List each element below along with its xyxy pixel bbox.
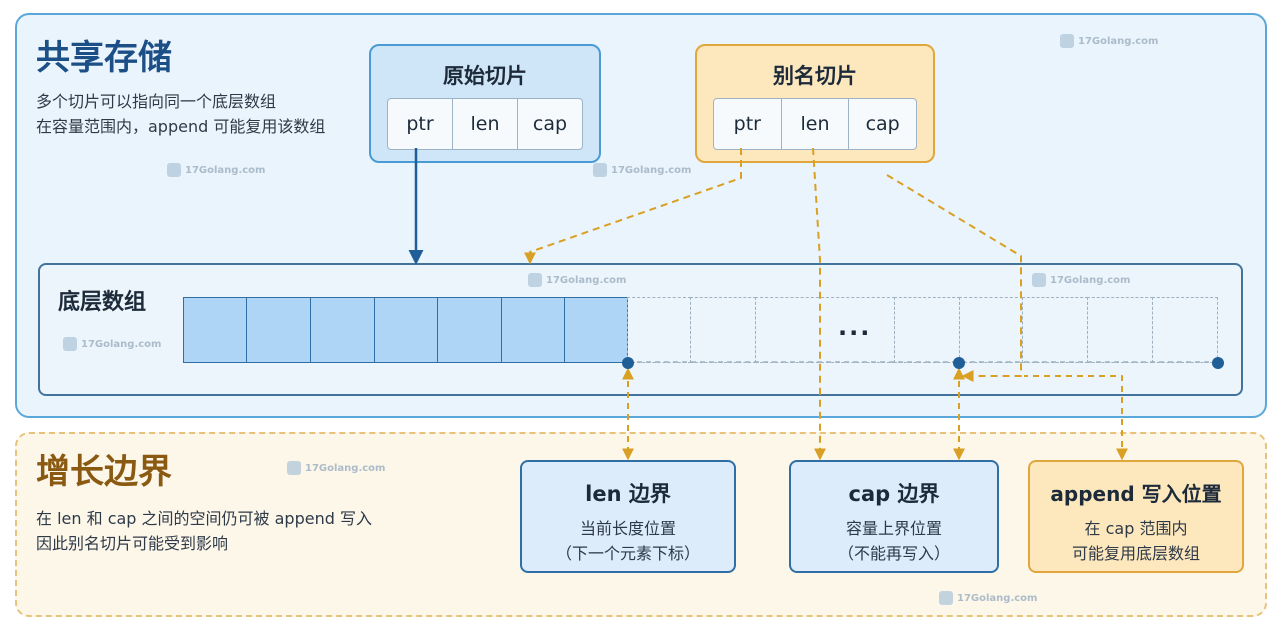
alias-cap-field: cap — [848, 99, 916, 149]
growth-boundary-desc-line1: 在 len 和 cap 之间的空间仍可被 append 写入 — [36, 509, 372, 528]
alias-slice-header: 别名切片 ptr len cap — [695, 44, 935, 163]
watermark: 17Golang.com — [167, 163, 265, 177]
watermark-logo-icon — [939, 591, 953, 605]
array-cell-used — [564, 297, 628, 363]
alias-ptr-arrow — [524, 148, 742, 265]
watermark-logo-icon — [1060, 34, 1074, 48]
original-cap-field: cap — [517, 99, 582, 149]
cap-boundary-title: cap 边界 — [848, 482, 940, 506]
growth-boundary-description: 在 len 和 cap 之间的空间仍可被 append 写入 因此别名切片可能受… — [36, 506, 372, 556]
watermark: 17Golang.com — [939, 591, 1037, 605]
array-cell-used — [374, 297, 438, 363]
alias-slice-fields: ptr len cap — [713, 98, 917, 150]
original-slice-title: 原始切片 — [443, 64, 527, 88]
original-ptr-field: ptr — [406, 113, 434, 135]
len-boundary-description: 当前长度位置 （下一个元素下标） — [522, 516, 734, 566]
cap-boundary-box: cap 边界 容量上界位置 （不能再写入） — [789, 460, 999, 573]
len-boundary-line1: 当前长度位置 — [579, 519, 676, 538]
len-boundary-marker — [622, 357, 634, 369]
original-len-field: len — [452, 99, 517, 149]
growth-boundary-title: 增长边界 — [36, 452, 172, 492]
watermark-logo-icon — [167, 163, 181, 177]
watermark: 17Golang.com — [287, 461, 385, 475]
shared-storage-desc-line1: 多个切片可以指向同一个底层数组 — [36, 92, 277, 111]
alias-ptr-field: ptr — [733, 113, 761, 135]
watermark: 17Golang.com — [1060, 34, 1158, 48]
watermark: 17Golang.com — [1032, 273, 1130, 287]
alias-len-field: len — [780, 99, 849, 149]
cap-boundary-description: 容量上界位置 （不能再写入） — [791, 516, 997, 566]
original-slice-header: 原始切片 ptr len cap — [369, 44, 601, 163]
array-cell-used — [183, 297, 247, 363]
alias-slice-title: 别名切片 — [773, 64, 857, 88]
alias-cap-arrow — [886, 174, 1022, 382]
append-position-box: append 写入位置 在 cap 范围内 可能复用底层数组 — [1028, 460, 1244, 573]
original-slice-fields: ptr len cap — [387, 98, 583, 150]
append-position-line2: 可能复用底层数组 — [1071, 544, 1200, 563]
append-position-line1: 在 cap 范围内 — [1084, 519, 1188, 538]
shared-storage-desc-line2: 在容量范围内，append 可能复用该数组 — [36, 117, 326, 136]
watermark-logo-icon — [287, 461, 301, 475]
append-position-description: 在 cap 范围内 可能复用底层数组 — [1030, 516, 1242, 566]
watermark-logo-icon — [1032, 273, 1046, 287]
watermark-logo-icon — [593, 163, 607, 177]
cap-boundary-line1: 容量上界位置 — [845, 519, 942, 538]
underlying-array-title: 底层数组 — [58, 290, 147, 315]
shared-storage-description: 多个切片可以指向同一个底层数组 在容量范围内，append 可能复用该数组 — [36, 89, 325, 139]
append-position-title: append 写入位置 — [1050, 482, 1222, 506]
array-cell-used — [310, 297, 375, 363]
array-end-marker — [1212, 357, 1224, 369]
watermark: 17Golang.com — [528, 273, 626, 287]
cap-boundary-line2: （不能再写入） — [837, 544, 950, 563]
watermark: 17Golang.com — [63, 337, 161, 351]
len-boundary-line2: （下一个元素下标） — [555, 544, 700, 563]
array-ellipsis: ... — [838, 313, 872, 341]
array-cell-used — [501, 297, 565, 363]
len-boundary-box: len 边界 当前长度位置 （下一个元素下标） — [520, 460, 736, 573]
watermark-logo-icon — [63, 337, 77, 351]
watermark-logo-icon — [528, 273, 542, 287]
watermark: 17Golang.com — [593, 163, 691, 177]
array-cell-free — [1152, 297, 1218, 363]
cap-boundary-marker — [953, 357, 965, 369]
alias-len-arrow — [812, 147, 826, 461]
append-position-arrow — [1024, 375, 1128, 461]
len-boundary-title: len 边界 — [585, 482, 671, 506]
growth-boundary-desc-line2: 因此别名切片可能受到影响 — [36, 534, 229, 553]
shared-storage-title: 共享存储 — [36, 38, 172, 78]
